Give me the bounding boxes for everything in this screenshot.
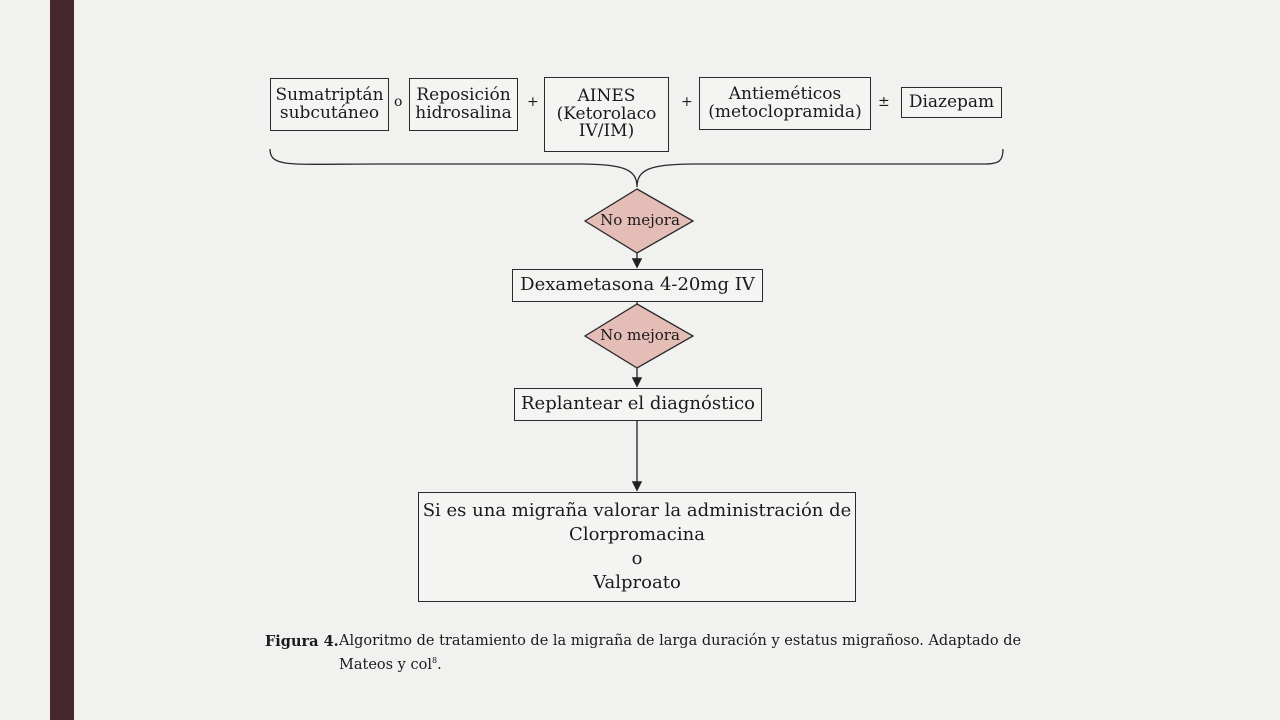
sumatriptan-line-2: subcutáneo bbox=[279, 102, 380, 123]
reposicion-line-2: hidrosalina bbox=[415, 102, 512, 123]
antiemeticos-line-2: (metoclopramida) bbox=[708, 101, 862, 122]
final-recommendation-box: Si es una migraña valorar la administrac… bbox=[418, 492, 856, 602]
final-line-2: Clorpromacina bbox=[569, 524, 705, 545]
operator-o: o bbox=[394, 94, 403, 110]
diazepam-box: Diazepam bbox=[901, 87, 1002, 118]
aines-line-2: (Ketorolaco bbox=[556, 103, 657, 124]
reposicion-box: Reposición hidrosalina bbox=[409, 78, 518, 131]
final-line-3: o bbox=[631, 548, 643, 569]
caption-text: Algoritmo de tratamiento de la migraña d… bbox=[339, 633, 1022, 673]
caption-text-block: Algoritmo de tratamiento de la migraña d… bbox=[339, 632, 1029, 675]
final-line-1: Si es una migraña valorar la administrac… bbox=[422, 500, 852, 521]
aines-line-1: AINES bbox=[577, 85, 636, 106]
decision-label-1: No mejora bbox=[600, 211, 680, 229]
final-line-4: Valproato bbox=[593, 572, 681, 593]
grouping-brace bbox=[269, 148, 1004, 188]
sumatriptan-line-1: Sumatriptán bbox=[275, 84, 384, 105]
dexametasona-box: Dexametasona 4-20mg IV bbox=[512, 269, 763, 302]
aines-line-3: IV/IM) bbox=[578, 121, 635, 142]
aines-box: AINES (Ketorolaco IV/IM) bbox=[544, 77, 669, 152]
caption-label: Figura 4. bbox=[265, 633, 339, 650]
caption-end: . bbox=[437, 656, 442, 673]
caption-reference: 8 bbox=[431, 656, 438, 665]
antiemeticos-line-1: Antieméticos bbox=[728, 83, 842, 104]
reposicion-line-1: Reposición bbox=[416, 84, 511, 105]
antiemeticos-box: Antieméticos (metoclopramida) bbox=[699, 77, 871, 130]
replantear-box: Replantear el diagnóstico bbox=[514, 388, 762, 421]
operator-plus-1: + bbox=[527, 94, 539, 110]
sidebar-accent-bar bbox=[50, 0, 74, 720]
replantear-label: Replantear el diagnóstico bbox=[521, 393, 755, 415]
dexametasona-label: Dexametasona 4-20mg IV bbox=[520, 274, 755, 296]
diazepam-label: Diazepam bbox=[908, 91, 995, 112]
operator-plus-2: + bbox=[681, 94, 693, 110]
decision-label-2: No mejora bbox=[600, 326, 680, 344]
operator-plus-minus: ± bbox=[878, 94, 890, 110]
sumatriptan-box: Sumatriptán subcutáneo bbox=[270, 78, 389, 131]
